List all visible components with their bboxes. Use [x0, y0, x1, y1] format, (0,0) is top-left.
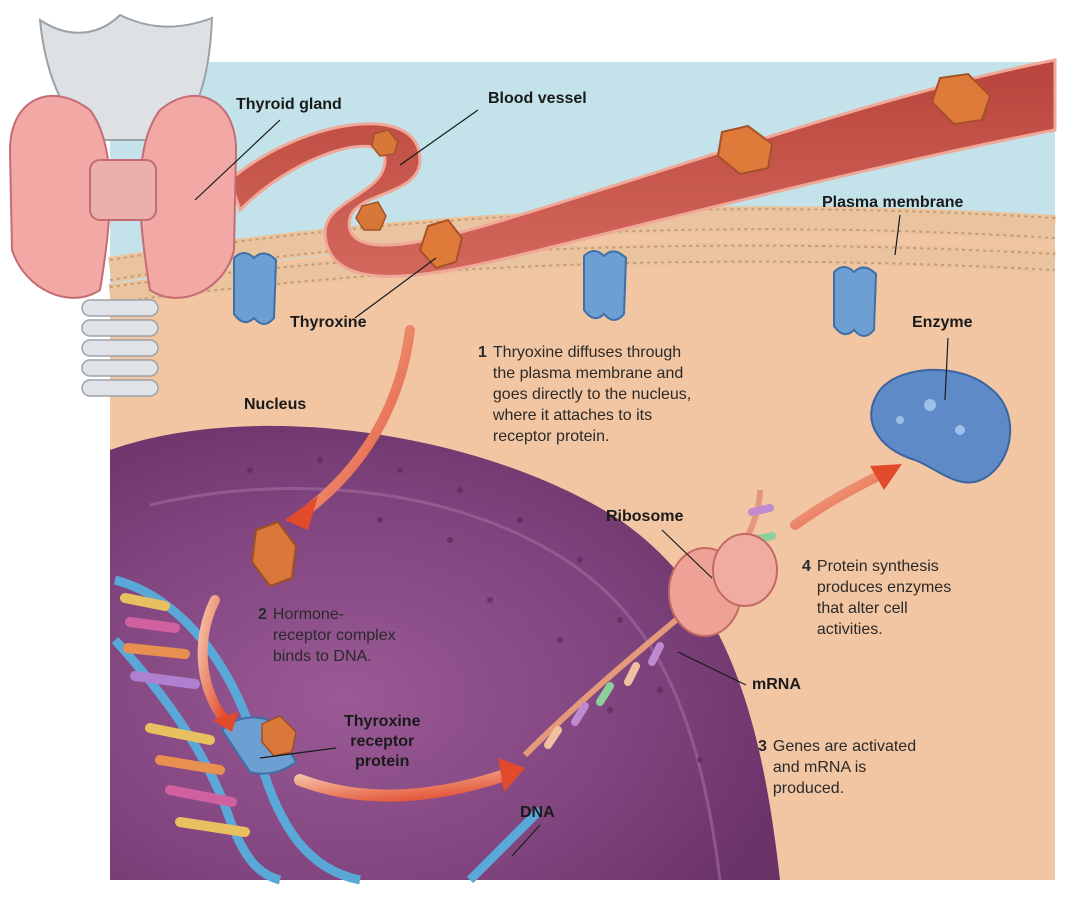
step-line: receptor complex: [272, 627, 396, 644]
step-line: and mRNA is: [772, 759, 867, 776]
leader-mrna: [677, 651, 747, 686]
step-number: 1: [478, 344, 487, 361]
leader-blood-vessel: [399, 109, 479, 166]
step-line: goes directly to the nucleus,: [492, 386, 692, 403]
label-blood-vessel: Blood vessel: [488, 90, 587, 107]
step-line: Thryoxine diffuses through: [492, 344, 682, 361]
thyroxine-molecule: [930, 72, 992, 126]
leader-ribosome: [661, 529, 713, 579]
step-line: Hormone-: [272, 606, 345, 623]
label-mrna: mRNA: [752, 676, 801, 693]
leader-plasma-membrane: [894, 214, 901, 256]
leader-enzyme: [944, 337, 949, 401]
step-line: activities.: [816, 621, 883, 638]
step-line: that alter cell: [816, 600, 908, 617]
step-4-caption: 4 Protein synthesis produces enzymes tha…: [802, 556, 951, 640]
leader-receptor: [259, 747, 337, 759]
leader-thyroid-gland: [194, 119, 281, 201]
membrane-protein: [583, 250, 628, 321]
thyroxine-molecule: [418, 218, 464, 270]
leader-dna: [511, 824, 541, 857]
label-enzyme: Enzyme: [912, 314, 973, 331]
label-receptor-line-2: receptor: [350, 733, 415, 750]
label-plasma-membrane: Plasma membrane: [822, 194, 964, 211]
step-2-caption: 2 Hormone- receptor complex binds to DNA…: [258, 604, 396, 667]
label-thyroxine: Thyroxine: [290, 314, 367, 331]
label-receptor-line-3: protein: [355, 753, 410, 770]
step-number: 3: [758, 738, 767, 755]
step-number: 2: [258, 606, 267, 623]
arrow-gene-activation: [294, 758, 525, 802]
leader-thyroxine: [354, 257, 437, 319]
membrane-protein: [233, 252, 278, 325]
thyroxine-molecule: [371, 129, 399, 157]
thyroxine-molecule: [250, 520, 298, 588]
thyroid-gland: [8, 13, 238, 397]
arrow-protein-synthesis: [790, 464, 902, 530]
membrane-protein: [833, 266, 878, 337]
blood-vessel: [228, 58, 1057, 278]
label-dna: DNA: [520, 804, 555, 821]
arrow-diffusion-to-nucleus: [285, 325, 415, 530]
arrow-bind-dna: [197, 595, 238, 732]
thyroxine-molecule: [355, 201, 387, 231]
enzyme: [870, 368, 1011, 484]
label-thyroid-gland: Thyroid gland: [236, 96, 342, 113]
step-line: Protein synthesis: [816, 558, 939, 575]
label-thyroxine-receptor-protein: Thyroxine receptor protein: [344, 712, 420, 772]
step-number: 4: [802, 558, 811, 575]
step-3-caption: 3 Genes are activated and mRNA is produc…: [758, 736, 916, 799]
label-receptor-line-1: Thyroxine: [344, 713, 421, 730]
ribosome: [668, 533, 778, 637]
thyroxine-molecule: [716, 124, 774, 176]
step-line: receptor protein.: [492, 428, 610, 445]
label-ribosome: Ribosome: [606, 508, 684, 525]
step-line: binds to DNA.: [272, 648, 372, 665]
step-line: Genes are activated: [772, 738, 917, 755]
step-line: the plasma membrane and: [492, 365, 684, 382]
step-line: produces enzymes: [816, 579, 952, 596]
thyroxine-receptor-complex: [220, 715, 298, 775]
label-nucleus: Nucleus: [244, 396, 307, 413]
step-line: where it attaches to its: [492, 407, 653, 424]
step-line: produced.: [772, 780, 845, 797]
step-1-caption: 1 Thryoxine diffuses through the plasma …: [478, 342, 691, 447]
